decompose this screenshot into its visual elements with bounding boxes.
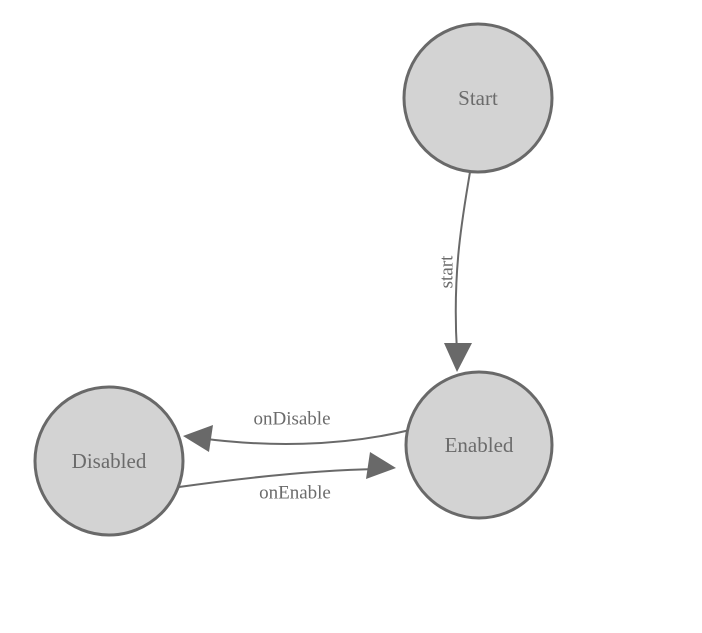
arrowhead-start-to-enabled: [444, 343, 472, 372]
node-label-disabled: Disabled: [72, 449, 147, 473]
node-disabled[interactable]: Disabled: [33, 385, 185, 537]
arrowhead-enabled-to-disabled: [183, 425, 213, 452]
edge-enabled-to-disabled[interactable]: onDisable: [183, 409, 411, 453]
node-circle-start[interactable]: [402, 22, 554, 174]
node-enabled[interactable]: Enabled: [404, 370, 554, 520]
edge-label-start: start: [437, 255, 458, 288]
arrowhead-disabled-to-enabled: [366, 452, 396, 479]
edge-path-start-to-enabled: [454, 171, 471, 353]
edge-path-enabled-to-disabled: [198, 429, 411, 445]
edge-start-to-enabled[interactable]: start: [437, 171, 473, 372]
node-start[interactable]: Start: [402, 22, 554, 174]
node-label-start: Start: [458, 86, 498, 110]
node-label-enabled: Enabled: [445, 433, 514, 457]
edge-disabled-to-enabled[interactable]: onEnable: [178, 452, 396, 504]
node-circle-enabled[interactable]: [404, 370, 554, 520]
edge-label-onenable: onEnable: [259, 483, 331, 504]
node-circle-disabled[interactable]: [33, 385, 185, 537]
edge-label-ondisable: onDisable: [253, 409, 330, 430]
edge-path-disabled-to-enabled: [178, 468, 379, 488]
